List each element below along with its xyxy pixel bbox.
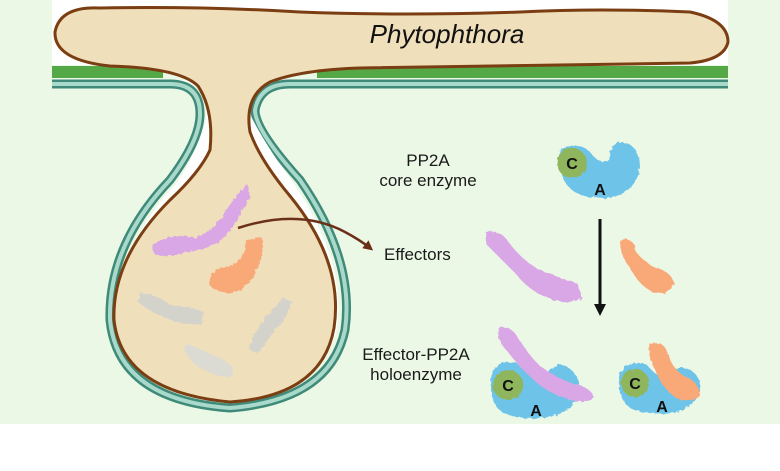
label-core-enzyme: core enzyme [379,171,476,190]
label-holoenzyme: holoenzyme [370,365,462,384]
pp2a-core-enzyme: C A [557,142,640,199]
subunit-c-label-core: C [566,156,578,173]
cell-wall-left [52,66,163,78]
title-phytophthora: Phytophthora [370,19,525,49]
cell-wall-right [317,66,728,78]
secretion-arrow [237,217,374,251]
subunit-a-label-holo-1: A [530,403,542,420]
effector-gray-inside-2 [250,298,292,354]
subunit-c-label-holo-2: C [629,376,641,393]
plasma-membrane-inner [52,82,728,411]
top-left-blank [0,0,52,5]
effector-orange-inside [208,238,263,293]
subunit-c-holo-2 [621,369,649,397]
subunit-c-holo-1 [493,370,523,400]
label-effector-pp2a: Effector-PP2A [362,345,470,364]
effector-orange-free [620,239,674,293]
effector-gray-inside-3 [185,344,234,378]
effector-purple-free [486,231,582,302]
subunit-c-label-holo-1: C [502,378,514,395]
label-effectors: Effectors [384,245,451,264]
pathogen-hypha [53,6,730,404]
subunit-a-label-holo-2: A [656,399,668,416]
effector-orange-holo [649,343,700,401]
right-margin [728,0,780,424]
subunit-c-core [557,148,587,178]
holoenzyme-orange: C A [618,343,701,416]
effector-purple-inside [152,185,250,256]
holoenzyme-purple: C A [490,327,594,420]
bottom-blank [0,424,780,471]
effector-purple-holo [497,327,594,402]
subunit-a-label-core: A [594,182,606,199]
label-pp2a: PP2A [406,151,450,170]
effector-gray-inside-1 [138,292,204,325]
